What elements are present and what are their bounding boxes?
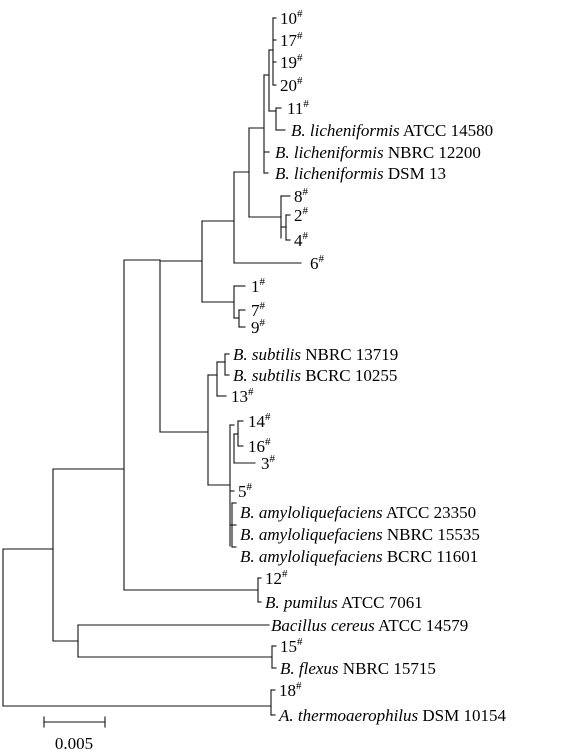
taxon-label-isolate: 4# xyxy=(294,230,309,250)
tree-branches xyxy=(2,17,302,716)
taxon-label-isolate: 1# xyxy=(251,276,266,296)
taxon-label-reference: B. amyloliquefaciens NBRC 15535 xyxy=(240,525,480,544)
taxon-label-isolate: 2# xyxy=(294,205,309,225)
scale-bar: 0.005 xyxy=(43,716,106,753)
taxon-label-reference: Bacillus cereus ATCC 14579 xyxy=(271,616,468,635)
taxon-label-isolate: 6# xyxy=(310,253,325,273)
taxon-label-isolate: 18# xyxy=(279,680,302,700)
scale-bar-label: 0.005 xyxy=(55,734,93,753)
taxon-label-isolate: 14# xyxy=(248,411,271,431)
taxon-label-isolate: 15# xyxy=(280,636,303,656)
taxon-label-isolate: 12# xyxy=(265,568,288,588)
taxon-label-reference: B. licheniformis NBRC 12200 xyxy=(275,143,481,162)
taxon-label-reference: B. licheniformis DSM 13 xyxy=(275,164,446,183)
taxon-label-isolate: 16# xyxy=(248,436,271,456)
taxon-label-reference: B. subtilis BCRC 10255 xyxy=(233,366,397,385)
taxon-labels: 10# 17# 19# 20# 11# 8# 2# 4# 6# 1# 7# 9#… xyxy=(231,8,506,725)
taxon-label-isolate: 5# xyxy=(238,481,253,501)
taxon-label-isolate: 11# xyxy=(287,98,309,118)
taxon-label-isolate: 3# xyxy=(261,453,276,473)
taxon-label-isolate: 13# xyxy=(231,386,254,406)
taxon-label-isolate: 17# xyxy=(280,30,303,50)
taxon-label-isolate: 8# xyxy=(294,186,309,206)
taxon-label-reference: A. thermoaerophilus DSM 10154 xyxy=(278,706,506,725)
taxon-label-isolate: 7# xyxy=(251,300,266,320)
taxon-label-reference: B. amyloliquefaciens BCRC 11601 xyxy=(240,547,478,566)
taxon-label-reference: B. subtilis NBRC 13719 xyxy=(233,345,398,364)
taxon-label-isolate: 9# xyxy=(251,317,266,337)
taxon-label-reference: B. flexus NBRC 15715 xyxy=(280,659,436,678)
taxon-label-reference: B. pumilus ATCC 7061 xyxy=(265,593,423,612)
taxon-label-isolate: 19# xyxy=(280,52,303,72)
taxon-label-isolate: 10# xyxy=(280,8,303,28)
taxon-label-isolate: 20# xyxy=(280,75,303,95)
taxon-label-reference: B. amyloliquefaciens ATCC 23350 xyxy=(240,503,476,522)
taxon-label-reference: B. licheniformis ATCC 14580 xyxy=(291,121,493,140)
